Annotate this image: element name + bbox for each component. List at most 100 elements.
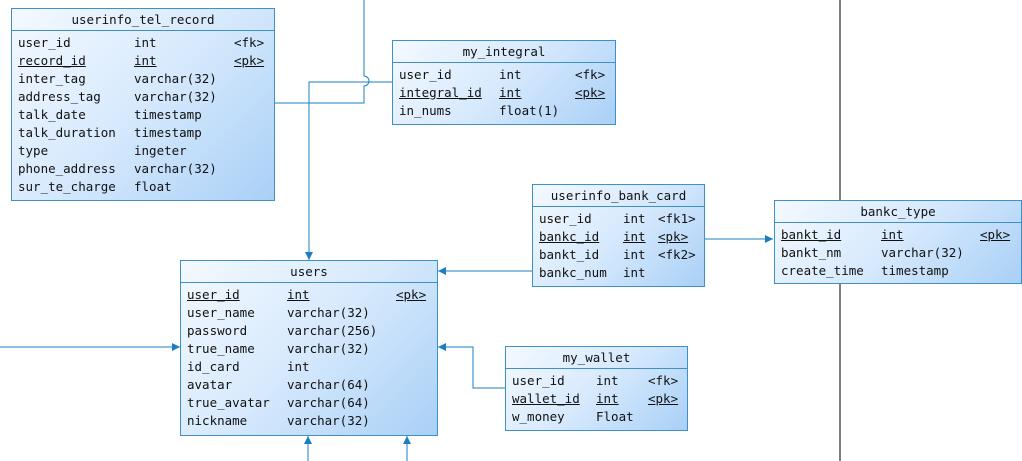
column-key: <fk2>	[658, 247, 696, 262]
column-row: bankt_nm varchar(32)	[775, 244, 1021, 262]
column-type: Float	[596, 409, 634, 424]
column-name: user_id	[187, 287, 240, 302]
column-type: varchar(256)	[287, 323, 378, 338]
column-key: <pk>	[980, 227, 1011, 242]
entity-title: userinfo_tel_record	[12, 9, 274, 31]
column-key: <pk>	[575, 85, 606, 100]
column-row: password varchar(256)	[181, 322, 437, 340]
column-key: <fk>	[575, 67, 606, 82]
column-type: varchar(32)	[134, 89, 217, 104]
column-name: sur_te_charge	[18, 179, 116, 194]
column-type: int	[623, 265, 646, 280]
column-name: in_nums	[399, 103, 452, 118]
column-name: id_card	[187, 359, 240, 374]
column-name: user_name	[187, 305, 255, 320]
column-type: int	[499, 85, 522, 100]
column-type: int	[623, 247, 646, 262]
column-name: w_money	[512, 409, 565, 424]
column-type: varchar(32)	[881, 245, 964, 260]
column-key: <pk>	[658, 229, 689, 244]
column-name: inter_tag	[18, 71, 86, 86]
column-type: int	[623, 229, 646, 244]
column-type: int	[881, 227, 904, 242]
column-row: user_name varchar(32)	[181, 304, 437, 322]
entity-title: bankc_type	[775, 201, 1021, 223]
connector-top-to-integral	[275, 0, 370, 104]
connector-wallet-to-users	[438, 343, 505, 389]
column-type: int	[596, 373, 619, 388]
column-type: float	[134, 179, 172, 194]
entity-bankc-type[interactable]: bankc_type bankt_id int <pk> bankt_nm varcha…	[774, 200, 1022, 284]
column-row: create_time timestamp	[775, 262, 1021, 280]
column-row: sur_te_charge float	[12, 178, 274, 196]
entity-title: my_wallet	[506, 347, 687, 369]
column-row: true_avatar varchar(64)	[181, 394, 437, 412]
column-row: w_money Float	[506, 408, 687, 426]
column-name: talk_duration	[18, 125, 116, 140]
column-name: integral_id	[399, 85, 482, 100]
column-key: <fk>	[234, 35, 265, 50]
column-name: wallet_id	[512, 391, 580, 406]
column-name: create_time	[781, 263, 864, 278]
column-key: <fk1>	[658, 211, 696, 226]
column-row: in_nums float(1)	[393, 102, 615, 120]
column-type: int	[623, 211, 646, 226]
column-row: user_id int <fk1>	[533, 210, 704, 228]
column-name: bankt_id	[539, 247, 600, 262]
entity-title: users	[181, 261, 437, 283]
column-name: bankt_id	[781, 227, 842, 242]
column-key: <pk>	[648, 391, 679, 406]
column-name: phone_address	[18, 161, 116, 176]
column-name: password	[187, 323, 248, 338]
connector-integral-to-users	[305, 81, 392, 260]
column-name: address_tag	[18, 89, 101, 104]
column-key: <pk>	[234, 53, 265, 68]
column-type: ingeter	[134, 143, 187, 158]
column-type: varchar(32)	[134, 161, 217, 176]
column-key: <fk>	[648, 373, 679, 388]
column-type: int	[499, 67, 522, 82]
column-type: varchar(32)	[287, 305, 370, 320]
column-row: true_name varchar(32)	[181, 340, 437, 358]
column-type: varchar(64)	[287, 395, 370, 410]
column-type: varchar(32)	[134, 71, 217, 86]
column-name: user_id	[539, 211, 592, 226]
column-name: user_id	[18, 35, 71, 50]
entity-title: my_integral	[393, 41, 615, 63]
column-row: user_id int <fk>	[506, 372, 687, 390]
column-name: bankt_nm	[781, 245, 842, 260]
column-row: bankt_id int <pk>	[775, 226, 1021, 244]
column-row: wallet_id int <pk>	[506, 390, 687, 408]
column-type: int	[596, 391, 619, 406]
column-name: true_avatar	[187, 395, 270, 410]
column-type: float(1)	[499, 103, 560, 118]
column-row: inter_tag varchar(32)	[12, 70, 274, 88]
column-type: varchar(32)	[287, 341, 370, 356]
column-name: bankc_id	[539, 229, 600, 244]
column-name: true_name	[187, 341, 255, 356]
column-name: record_id	[18, 53, 86, 68]
column-name: user_id	[512, 373, 565, 388]
column-name: avatar	[187, 377, 233, 392]
column-name: talk_date	[18, 107, 86, 122]
column-row: address_tag varchar(32)	[12, 88, 274, 106]
column-row: bankt_id int <fk2>	[533, 246, 704, 264]
column-row: integral_id int <pk>	[393, 84, 615, 102]
column-type: timestamp	[134, 125, 202, 140]
column-type: timestamp	[881, 263, 949, 278]
